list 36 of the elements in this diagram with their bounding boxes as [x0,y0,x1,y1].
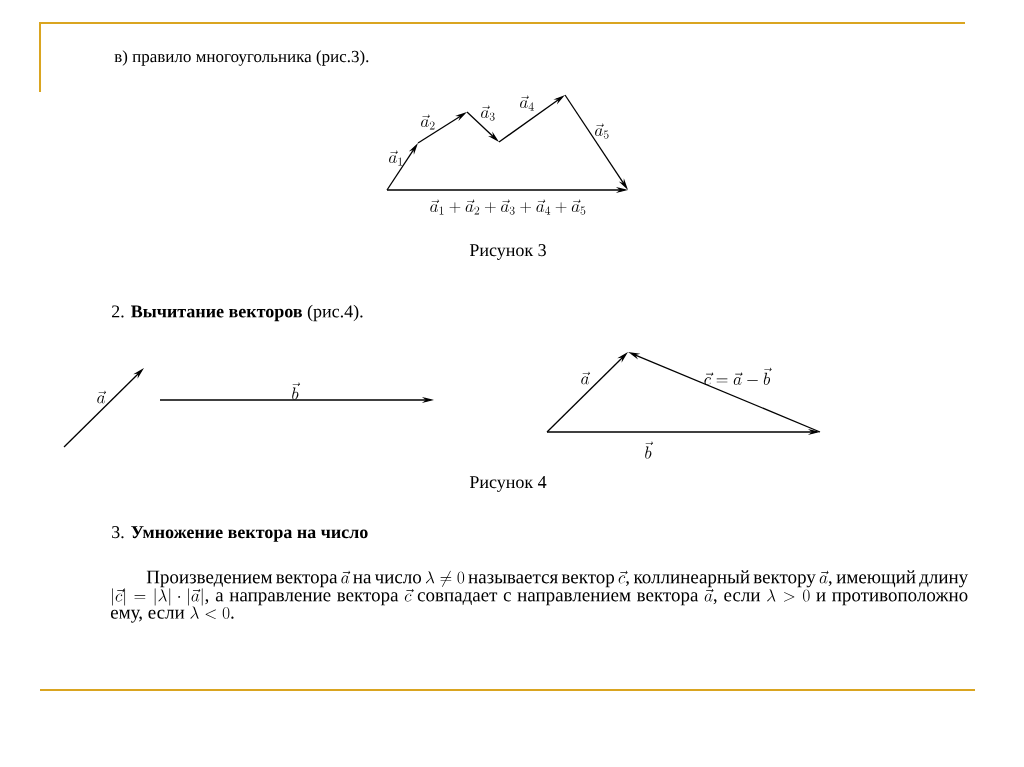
label: $|\vec{c}|=|\lambda|\cdot|\vec{a}|$ [112,588,203,606]
label: $\lambda>0$ [767,589,810,602]
vector-label: $\vec{b}$ [292,382,301,400]
vector-label: $\vec{c}=\vec{a}-\vec{b}$ [704,367,772,385]
vector-label: $\vec{a}_3$ [481,105,495,121]
vector-label: $\vec{a}_1+\vec{a}_2+\vec{a}_3+\vec{a}_4+\vec{a}_5$ [430,199,586,215]
vector-label: $\vec{a}$ [581,371,591,385]
label: называется вектор [468,574,615,588]
vector-label: $\vec{b}$ [645,441,654,459]
label: $\vec{a}$ [819,570,829,584]
label: . [231,616,234,619]
label: $\lambda\neq 0$ [425,570,465,587]
vector-label: $\vec{a}$ [97,390,107,404]
label: , имеющий длину [828,570,969,588]
label: , если [713,592,761,605]
label: на число [353,574,422,584]
label: $\vec{a}$ [704,588,714,602]
section-heading: 2. Вычитание векторов (рис.4). [112,304,363,322]
label: $\vec{c}$ [618,570,628,584]
label: $\lambda<0$ [190,606,230,620]
figure-caption: Рисунок 4 [469,476,547,492]
vector-label: $\vec{a}_4$ [520,95,534,111]
figure-caption: Рисунок 3 [469,244,546,260]
label: ему, если [110,609,185,623]
paragraph-text: Произведением вектора $\vec{a}$на число $\lambda\neq 0$ называется вектор $\vec{c}$, коллинеарный вектору $\vec{a}$, имеющий длину $|\vec{c}|=|\lambda|\cdot|\vec{a}|$, а направление вектора $\vec{c}$ совпадает с направлением вектора $\vec{a}$, если $\lambda>0$ и противоположно ему, если $\lambda<0$. [110,570,969,623]
label: , а направление вектора [205,592,399,606]
label: Произведением вектора [146,570,338,588]
label: $\vec{a}$ [341,570,351,584]
vector-label: $\vec{a}_5$ [595,123,609,139]
section-heading: 3. Умножение вектора на число [112,526,368,542]
label: совпадает с направлением вектора [417,592,699,606]
heading-text: в) правило многоугольника (рис.3). [114,50,369,66]
label: $\vec{c}$ [404,588,414,602]
vector-label: $\vec{a}_2$ [421,114,435,130]
vector-label: $\vec{a}_1$ [389,150,403,166]
label: и противоположно [816,592,968,606]
